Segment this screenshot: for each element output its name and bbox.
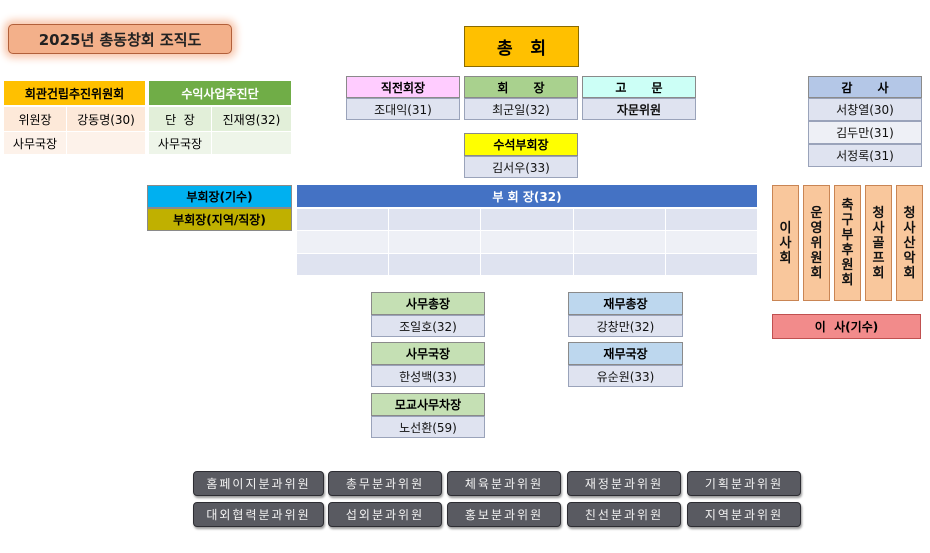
vice-grid-cell: [297, 231, 389, 253]
vice-grid-cell: [573, 231, 665, 253]
page-title: 2025년 총동창회 조직도: [8, 24, 232, 54]
secretary-general-label: 사무총장: [371, 292, 485, 315]
vice-grid-cell: [481, 231, 573, 253]
vice-grid-cell: [389, 231, 481, 253]
committee-external-cooperation: 대외협력분과위원: [193, 502, 324, 527]
vice-region-label: 부회장(지역/직장): [147, 208, 292, 231]
general-assembly-box: 총 회: [464, 26, 579, 67]
vice-grid-cell: [481, 209, 573, 231]
board-directors: 이 사 회: [772, 185, 799, 301]
committee-sports: 체육분과위원: [447, 471, 561, 496]
finance-director-name: 유순원(33): [568, 365, 683, 387]
previous-chairman-name: 조대익(31): [346, 98, 460, 120]
auditor-name-2: 김두만(31): [808, 121, 922, 144]
revenue-group-leader-role: 단 장: [149, 107, 211, 131]
committee-publicity: 홍보분과위원: [447, 502, 561, 527]
board-soccer-support: 축 구 부 후 원 회: [834, 185, 861, 301]
previous-chairman-label: 직전회장: [346, 76, 460, 98]
hall-committee-secretary-name: [67, 132, 145, 154]
vice-main-header: 부 회 장(32): [297, 185, 757, 207]
vice-grid-cell: [297, 253, 389, 275]
committee-regional: 지역분과위원: [687, 502, 801, 527]
vice-class-label: 부회장(기수): [147, 185, 292, 208]
director-class-label: 이 사(기수): [772, 314, 921, 339]
hall-committee-chair-name: 강동명(30): [67, 107, 145, 131]
hall-committee-chair-role: 위원장: [4, 107, 66, 131]
revenue-group-title: 수익사업추진단: [149, 81, 291, 105]
vice-grid-cell: [573, 209, 665, 231]
board-golf: 청 사 골 프 회: [865, 185, 892, 301]
vice-grid-cell: [665, 209, 757, 231]
auditor-label: 감 사: [808, 76, 922, 98]
hall-committee-title: 회관건립추진위원회: [4, 81, 145, 105]
auditor-name-1: 서창열(30): [808, 98, 922, 121]
vice-grid-cell: [665, 231, 757, 253]
committee-homepage: 홈페이지분과위원: [193, 471, 324, 496]
finance-general-label: 재무총장: [568, 292, 683, 315]
hall-committee-secretary-role: 사무국장: [4, 132, 66, 154]
revenue-group-secretary-role: 사무국장: [149, 132, 211, 154]
senior-vice-label: 수석부회장: [464, 133, 578, 156]
secretary-director-name: 한성백(33): [371, 365, 485, 387]
vice-grid-cell: [481, 253, 573, 275]
committee-friendship: 친선분과위원: [567, 502, 681, 527]
chairman-name: 최군일(32): [464, 98, 578, 120]
secretary-general-name: 조일호(32): [371, 315, 485, 337]
vice-grid-cell: [573, 253, 665, 275]
finance-director-label: 재무국장: [568, 342, 683, 365]
committee-planning: 기획분과위원: [687, 471, 801, 496]
board-operations: 운 영 위 원 회: [803, 185, 830, 301]
committee-finance: 재정분과위원: [567, 471, 681, 496]
secretary-director-label: 사무국장: [371, 342, 485, 365]
finance-general-name: 강창만(32): [568, 315, 683, 337]
vice-grid: [297, 209, 757, 275]
advisor-sub: 자문위원: [582, 98, 696, 120]
auditor-name-3: 서정록(31): [808, 144, 922, 167]
committee-liaison: 섭외분과위원: [328, 502, 442, 527]
vice-grid-cell: [297, 209, 389, 231]
revenue-group-leader-name: 진재영(32): [212, 107, 291, 131]
advisor-label: 고 문: [582, 76, 696, 98]
senior-vice-name: 김서우(33): [464, 156, 578, 178]
board-hiking: 청 사 산 악 회: [896, 185, 923, 301]
vice-grid-cell: [389, 253, 481, 275]
school-vice-secretary-label: 모교사무차장: [371, 393, 485, 416]
vice-grid-cell: [665, 253, 757, 275]
school-vice-secretary-name: 노선환(59): [371, 416, 485, 438]
vice-grid-cell: [389, 209, 481, 231]
committee-general-affairs: 총무분과위원: [328, 471, 442, 496]
revenue-group-secretary-name: [212, 132, 291, 154]
chairman-label: 회 장: [464, 76, 578, 98]
